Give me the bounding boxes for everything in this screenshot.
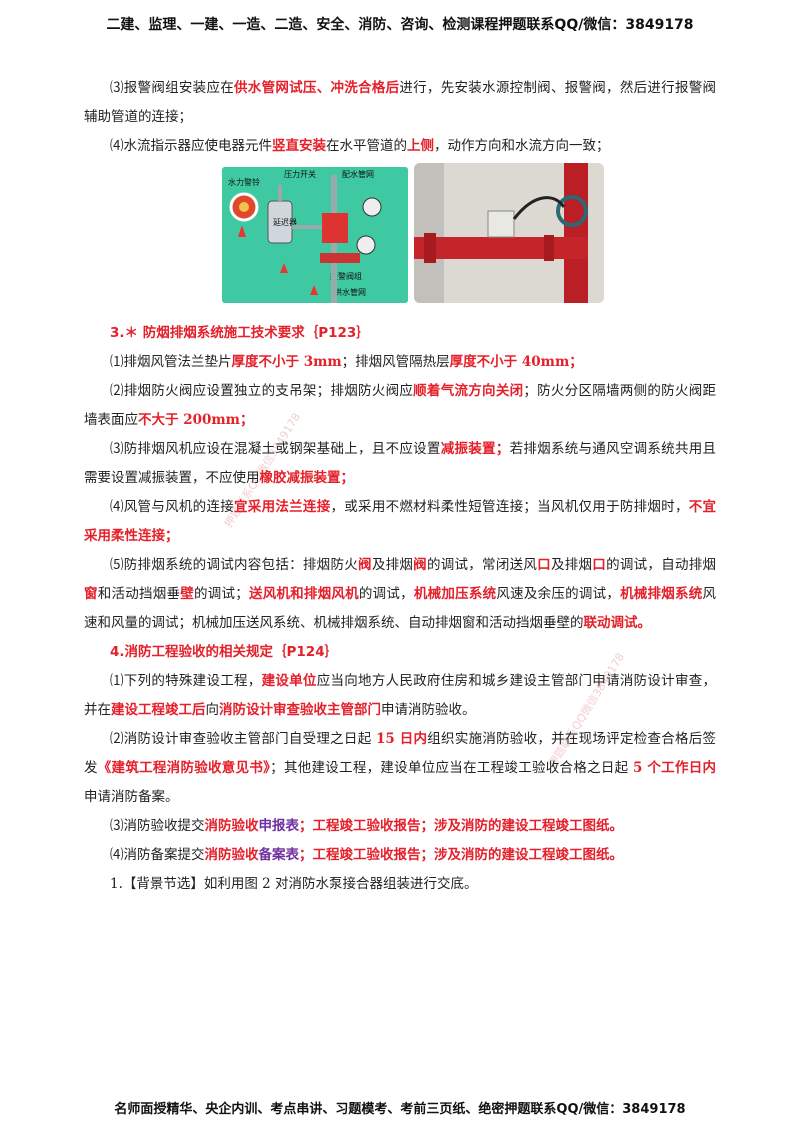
alarm-valve-icon (322, 213, 348, 243)
page-header: 二建、监理、一建、一造、二造、安全、消防、咨询、检测课程押题联系QQ/微信：38… (106, 17, 694, 33)
pressure-gauge-icon (356, 235, 376, 255)
paragraph: 1.【背景节选】如利用图 2 对消防水泵接合器组装进行交底。 (110, 876, 478, 892)
paragraph: ⑴下列的特殊建设工程，建设单位应当向地方人民政府住房和城乡建设主管部门申请消防设… (84, 673, 717, 718)
valve-handwheel-icon (556, 195, 588, 227)
paragraph: ⑶防排烟风机应设在混凝土或钢架基础上，且不应设置减振装置；若排烟系统与通风空调系… (84, 441, 717, 486)
diagram-label: 水力警铃 (228, 177, 260, 187)
section-heading: 3.＊ 防烟排烟系统施工技术要求｛P123｝ (110, 325, 370, 341)
paragraph: ⑷消防备案提交消防验收备案表；工程竣工验收报告；涉及消防的建设工程竣工图纸。 (110, 847, 623, 863)
paragraph: ⑷水流指示器应使电器元件竖直安装在水平管道的上侧，动作方向和水流方向一致； (110, 138, 610, 154)
figure-row: 水力警铃 压力开关 配水管网 报警阀组 供水管网 延迟器 (84, 163, 716, 315)
flow-indicator-icon (487, 210, 515, 238)
paragraph: ⑵消防设计审查验收主管部门自受理之日起 15 日内组织实施消防验收，并在现场评定… (84, 731, 717, 805)
paragraph: ⑴排烟风管法兰垫片厚度不小于 3mm；排烟风管隔热层厚度不小于 40mm； (110, 354, 583, 370)
paragraph: ⑶消防验收提交消防验收申报表；工程竣工验收报告；涉及消防的建设工程竣工图纸。 (110, 818, 623, 834)
paragraph: ⑵排烟防火阀应设置独立的支吊架；排烟防火阀应顺着气流方向关闭；防火分区隔墙两侧的… (84, 383, 717, 428)
document-body: ⑶报警阀组安装应在供水管网试压、冲洗合格后进行，先安装水源控制阀、报警阀，然后进… (84, 74, 716, 899)
paragraph: ⑷风管与风机的连接宜采用法兰连接，或采用不燃材料柔性短管连接；当风机仅用于防排烟… (84, 499, 717, 544)
water-flow-indicator-photo (414, 163, 604, 303)
diagram-label: 延迟器 (273, 217, 297, 227)
paragraph: ⑸防排烟系统的调试内容包括：排烟防火阀及排烟阀的调试，常闭送风口及排烟口的调试，… (84, 557, 717, 631)
diagram-label: 供水管网 (334, 287, 366, 297)
section-heading: 4.消防工程验收的相关规定｛P124｝ (110, 644, 339, 660)
riser-pipe-icon (564, 163, 588, 303)
diagram-label: 压力开关 (284, 169, 316, 179)
diagram-label: 配水管网 (342, 169, 374, 179)
paragraph: ⑶报警阀组安装应在供水管网试压、冲洗合格后进行，先安装水源控制阀、报警阀，然后进… (84, 80, 717, 125)
diagram-label: 报警阀组 (330, 271, 362, 281)
page-footer: 名师面授精华、央企内训、考点串讲、习题模考、考前三页纸、绝密押题联系QQ/微信：… (114, 1102, 686, 1117)
horizontal-pipe-icon (414, 237, 588, 259)
pressure-gauge-icon (362, 197, 382, 217)
alarm-valve-diagram: 水力警铃 压力开关 配水管网 报警阀组 供水管网 延迟器 (222, 167, 408, 303)
